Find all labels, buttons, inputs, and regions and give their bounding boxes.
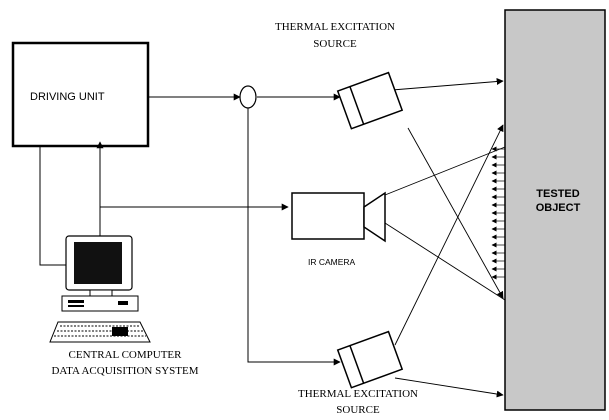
tested-object: TESTED OBJECT xyxy=(504,9,606,411)
excitation-rays xyxy=(391,78,504,398)
thermal-source-icon xyxy=(336,71,404,130)
emission-arrows xyxy=(491,146,505,280)
tested-object-label-2: OBJECT xyxy=(536,202,581,214)
ir-camera-icon: IR CAMERA xyxy=(291,191,386,267)
splitter-to-bottom-source-arrow xyxy=(247,108,341,366)
driving-unit-box xyxy=(11,41,150,148)
tested-object-body xyxy=(504,9,606,411)
camera-view-lower xyxy=(384,222,506,301)
camera-view-lines xyxy=(384,146,506,301)
top-source-label-1: THERMAL EXCITATION xyxy=(275,21,395,33)
computer-icon xyxy=(49,235,151,343)
bottom-source-ray-lower xyxy=(394,377,504,398)
driving-unit: DRIVING UNIT xyxy=(11,41,150,148)
ir-camera-label: IR CAMERA xyxy=(308,257,356,267)
thermal-source-icon xyxy=(336,330,404,389)
bottom-source-ray-upper xyxy=(394,124,504,346)
top-source-ray-lower xyxy=(407,127,504,299)
splitter-icon xyxy=(239,85,257,109)
signal-lines xyxy=(39,93,341,366)
bottom-source-label-2: SOURCE xyxy=(336,404,380,416)
top-source-ray-upper xyxy=(391,78,504,91)
tested-object-label-1: TESTED xyxy=(536,188,579,200)
top-source-label-2: SOURCE xyxy=(313,38,357,50)
drive-to-computer-line xyxy=(39,146,70,266)
bottom-source-label-1: THERMAL EXCITATION xyxy=(298,388,418,400)
computer-label-2: DATA ACQUISITION SYSTEM xyxy=(51,365,198,377)
driving-unit-label: DRIVING UNIT xyxy=(30,91,105,103)
computer-label-1: CENTRAL COMPUTER xyxy=(69,349,183,361)
camera-view-upper xyxy=(384,146,506,196)
